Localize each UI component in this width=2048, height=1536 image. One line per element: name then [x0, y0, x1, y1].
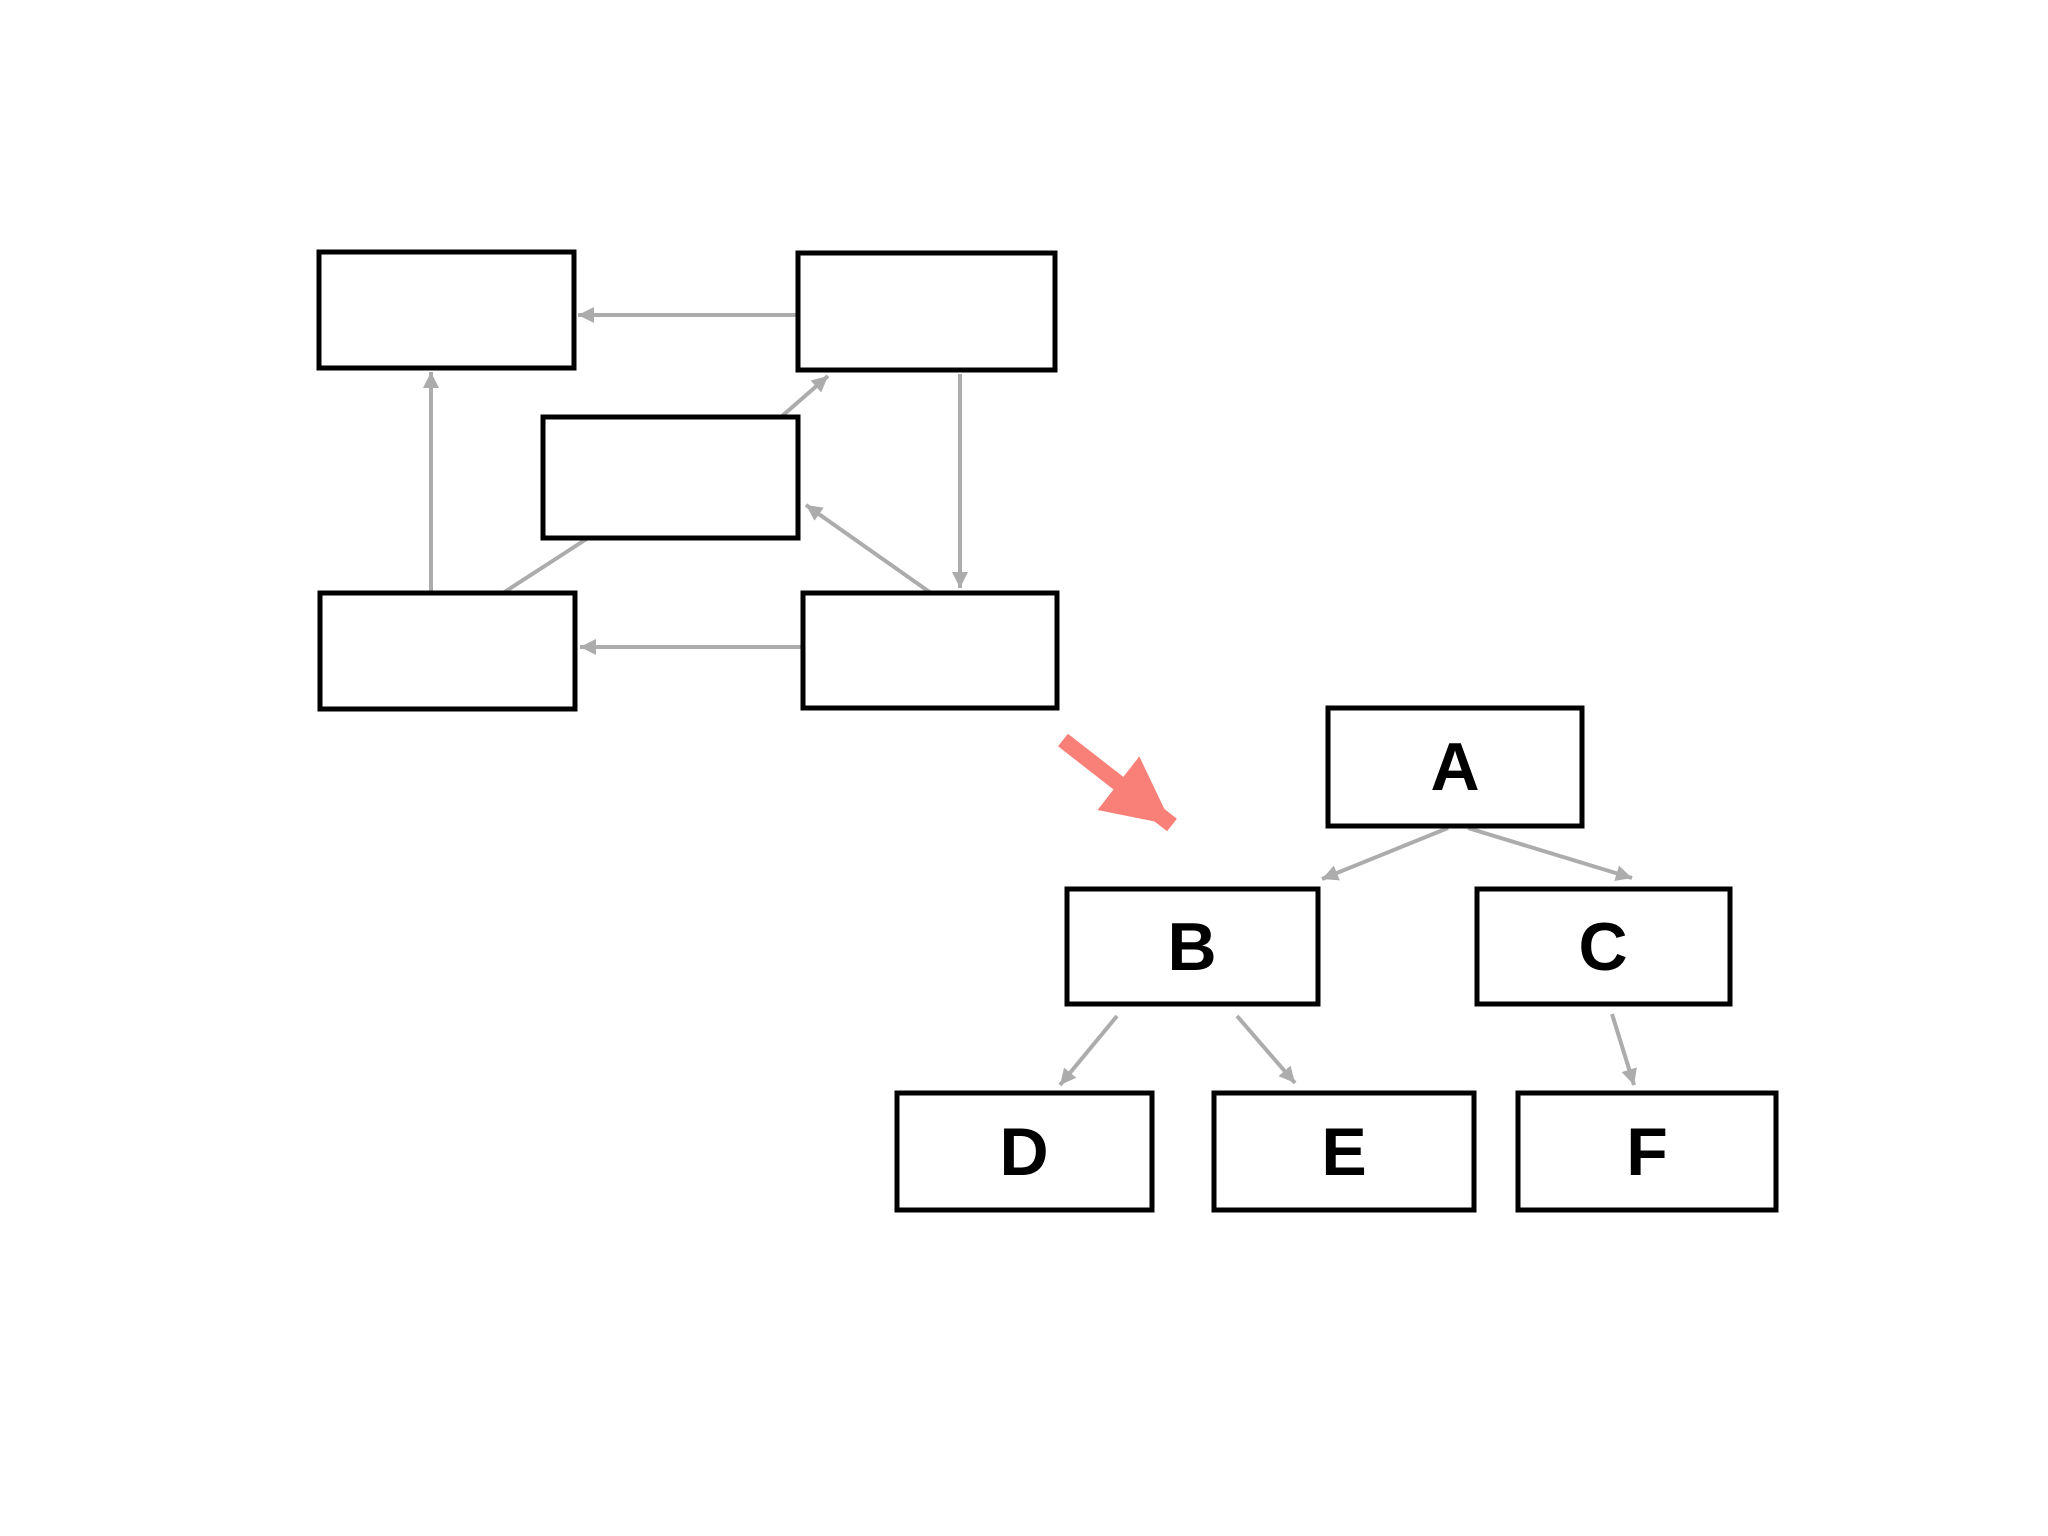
tree-label-d: D [999, 1114, 1048, 1190]
tree-node-a: A [1325, 705, 1585, 829]
tree-label-b: B [1167, 909, 1216, 985]
tree-label-e: E [1321, 1114, 1366, 1190]
tree-box-a [1325, 705, 1585, 829]
left-graph [316, 249, 1060, 712]
tree-node-e: E [1211, 1090, 1477, 1213]
tree-box-f [1515, 1090, 1779, 1213]
graph-box-top-right [795, 250, 1058, 373]
red-transform-arrow-icon [1058, 733, 1177, 832]
tree-graph: A B C D E F [894, 705, 1779, 1213]
connector-bottomleft-to-middle [501, 536, 590, 595]
tree-box-c [1474, 886, 1733, 1007]
tree-node-d: D [894, 1090, 1155, 1213]
tree-box-b [1064, 886, 1321, 1007]
tree-node-b: B [1064, 886, 1321, 1007]
tree-edge-a-to-b [1321, 826, 1449, 881]
tree-box-e [1211, 1090, 1477, 1213]
tree-box-d [894, 1090, 1155, 1213]
tree-label-c: C [1578, 909, 1627, 985]
tree-node-c: C [1474, 886, 1733, 1007]
tree-edge-b-to-d [1058, 1014, 1119, 1087]
graph-box-top-left [316, 249, 577, 371]
graph-box-middle [540, 414, 801, 541]
tree-node-f: F [1515, 1090, 1779, 1213]
tree-label-a: A [1430, 729, 1479, 805]
tree-edge-c-to-f [1610, 1013, 1637, 1086]
graph-box-bottom-right [800, 590, 1060, 711]
graph-box-bottom-left [317, 590, 578, 712]
tree-edge-b-to-e [1235, 1014, 1297, 1085]
tree-edge-a-to-c [1467, 826, 1633, 881]
edge-bottomright-to-middle [804, 503, 940, 600]
tree-label-f: F [1626, 1114, 1668, 1190]
